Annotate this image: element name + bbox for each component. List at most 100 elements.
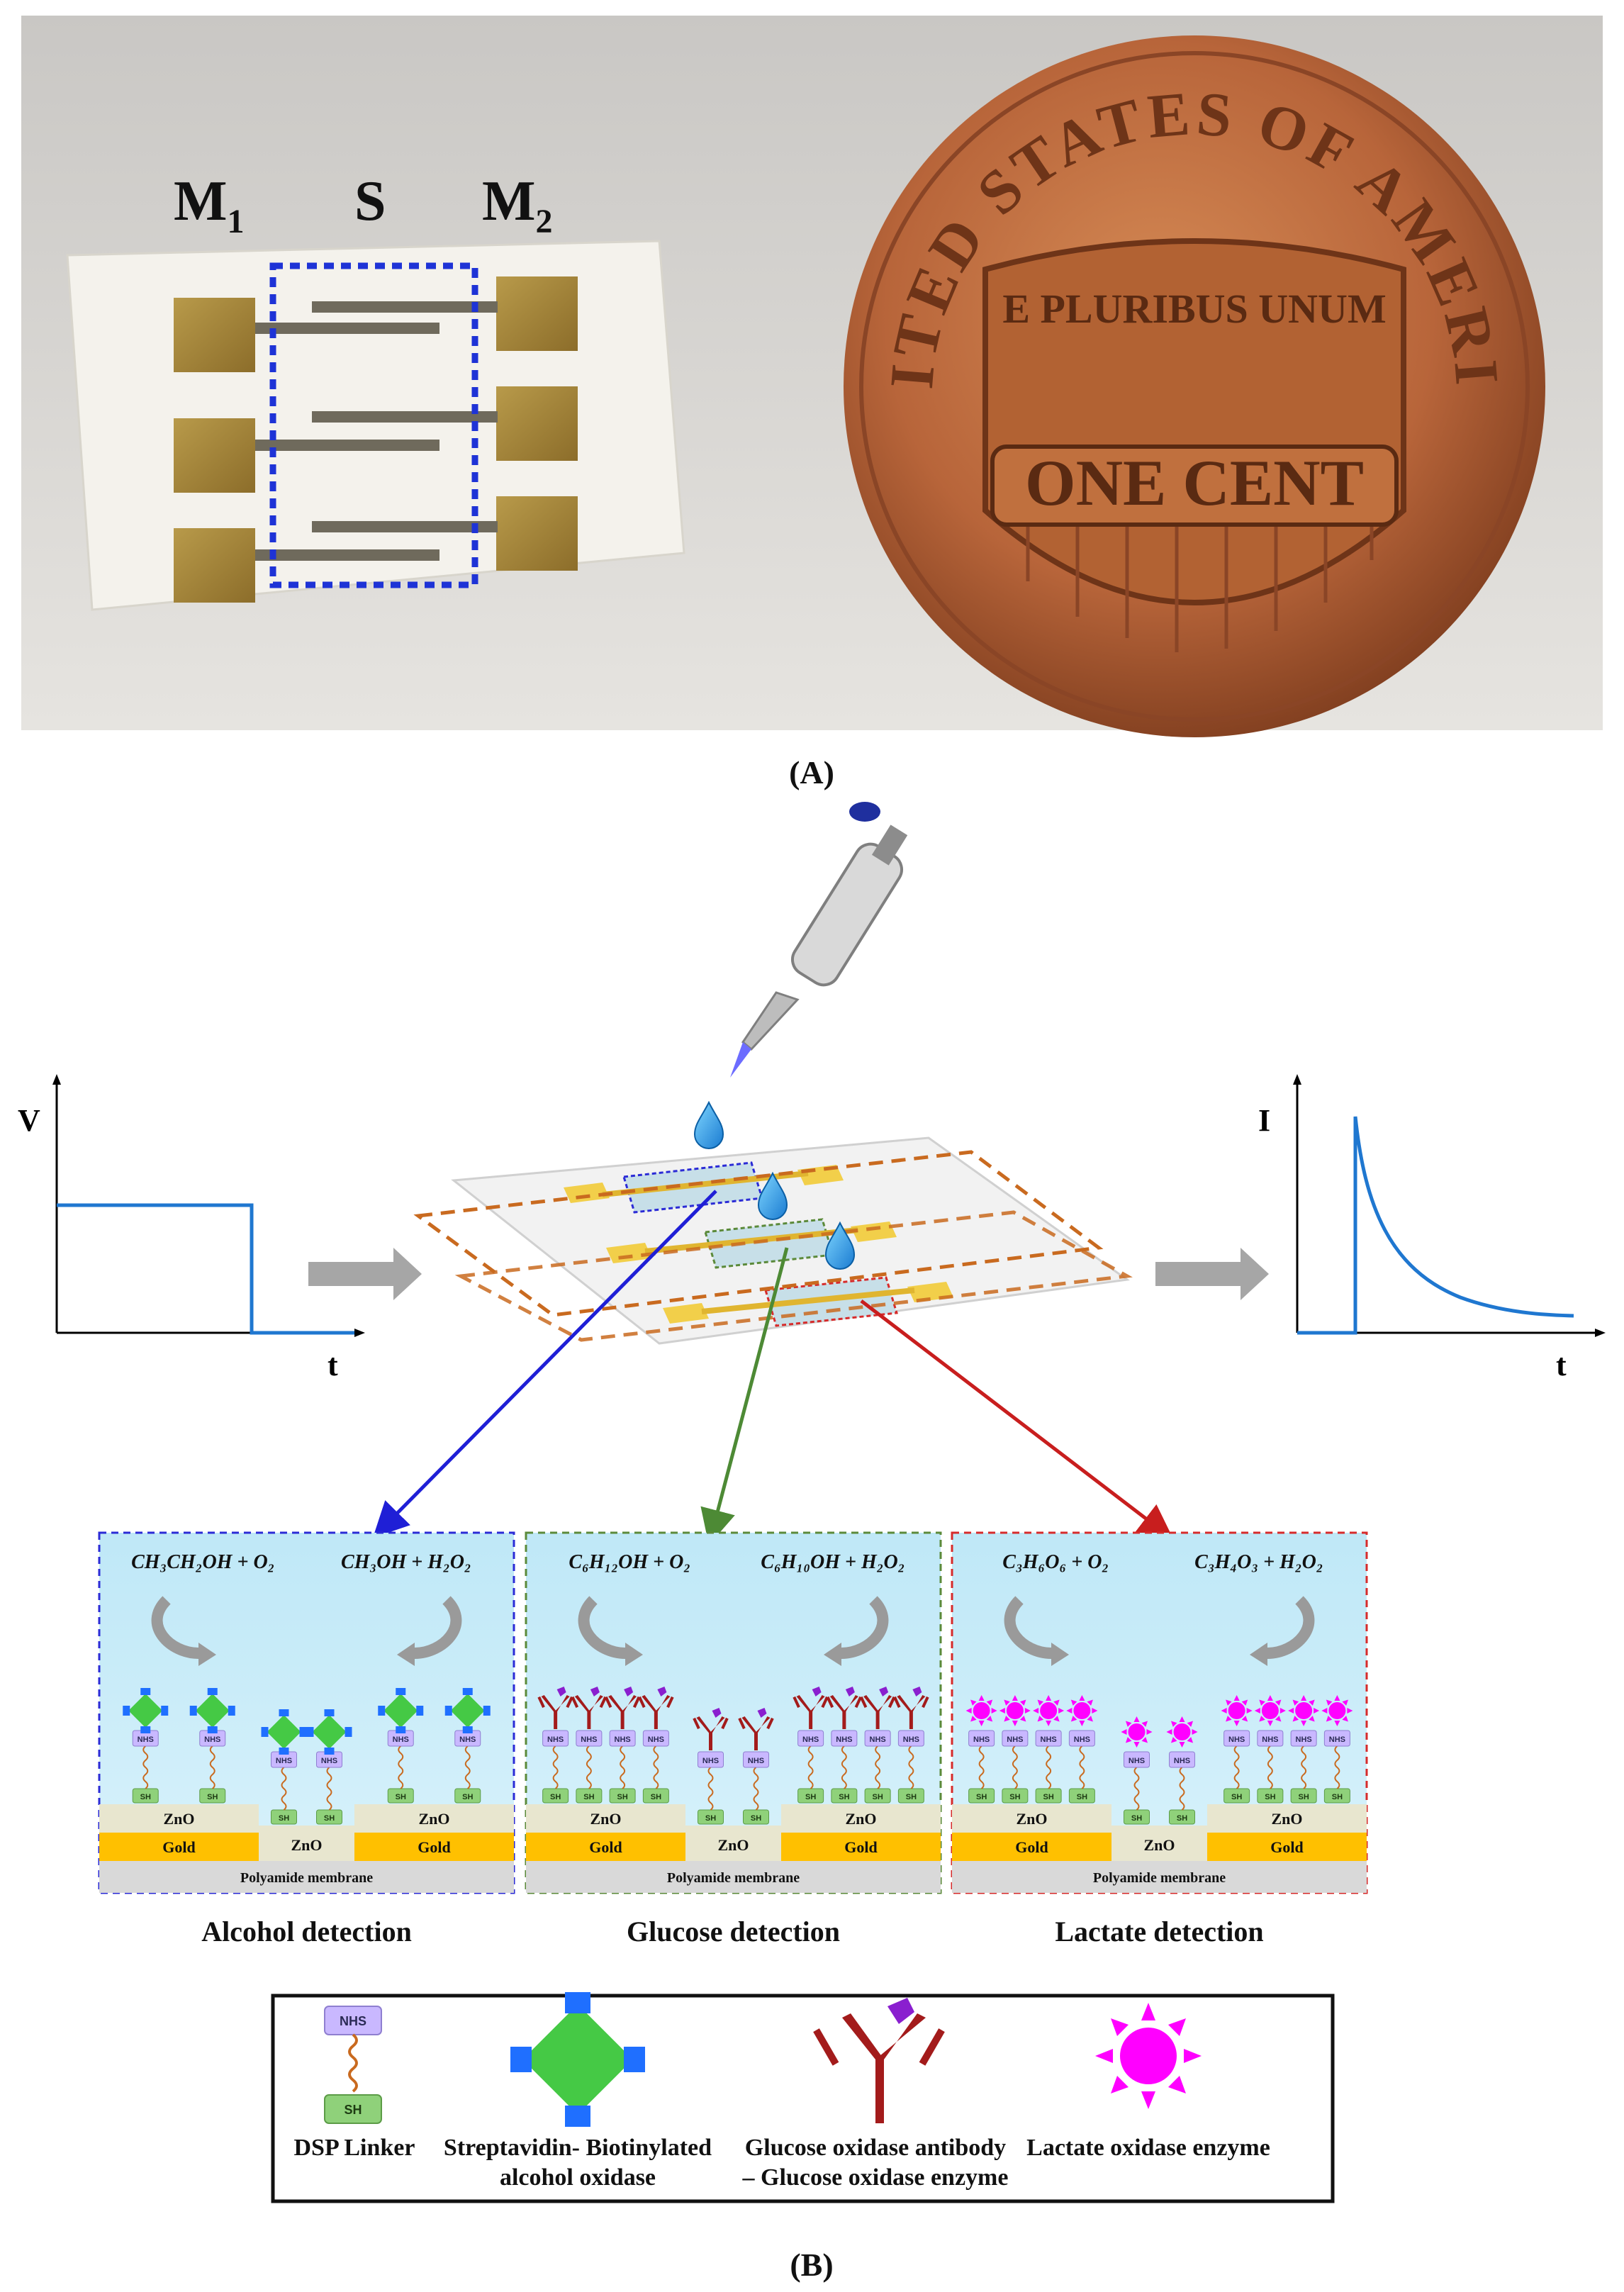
legend-label-dsp: DSP Linker (294, 2135, 415, 2161)
zno-label: ZnO (1271, 1810, 1302, 1828)
input-voltage-plot: V t (18, 1074, 365, 1382)
zno-label: ZnO (845, 1810, 876, 1828)
reaction-reactants: CH₃CH₂OH + O₂ (131, 1551, 274, 1573)
droplet-icon (693, 1100, 724, 1149)
gold-layer (1207, 1833, 1367, 1861)
legend-lactate-oxidase-icon (1095, 2003, 1202, 2109)
reaction-products: CH₃OH + H₂O₂ (341, 1551, 471, 1573)
svg-text:NHS: NHS (836, 1735, 852, 1744)
svg-text:NHS: NHS (1007, 1735, 1023, 1744)
reaction-arrow (1004, 1596, 1052, 1659)
streptavidin-enzyme (444, 1688, 491, 1733)
gold-label: Gold (162, 1838, 195, 1856)
dsp-linker: SH NHS (1223, 1730, 1250, 1804)
svg-text:NHS: NHS (459, 1735, 476, 1744)
svg-text:NHS: NHS (204, 1735, 220, 1744)
svg-text:SH: SH (1231, 1793, 1242, 1801)
gold-label: Gold (1015, 1838, 1048, 1856)
zno-layer (952, 1804, 1111, 1833)
gold-label: Gold (589, 1838, 622, 1856)
polyamide-membrane-layer (952, 1861, 1367, 1893)
svg-text:NHS: NHS (321, 1757, 337, 1765)
flow-arrow-right (308, 1248, 422, 1300)
dsp-linker: SH NHS (743, 1751, 769, 1825)
zno-layer (1111, 1826, 1207, 1861)
sensor-pad (496, 496, 578, 571)
svg-text:SH: SH (1298, 1793, 1309, 1801)
lactate-oxidase-enzyme (1254, 1695, 1286, 1726)
svg-text:SH: SH (839, 1793, 849, 1801)
svg-text:SH: SH (140, 1793, 151, 1801)
svg-text:NHS: NHS (973, 1735, 990, 1744)
svg-text:SH: SH (1043, 1793, 1053, 1801)
sensor-pad (174, 298, 255, 372)
antibody-enzyme (826, 1687, 863, 1729)
sensor-labels: M1 S M2 (174, 170, 553, 240)
label-s: S (354, 170, 386, 233)
reaction-products: C₃H₄O₃ + H₂O₂ (1194, 1551, 1323, 1573)
svg-text:SH: SH (751, 1814, 761, 1823)
antibody-enzyme (604, 1687, 641, 1729)
panel-a-photo: M1 S M2 UNITED STATES OF AMERICA (0, 0, 1603, 737)
sensor-electrode-lines (255, 301, 498, 561)
gold-label: Gold (1270, 1838, 1303, 1856)
legend-streptavidin-icon (510, 1992, 645, 2127)
antibody-enzyme (571, 1687, 607, 1729)
detection-title-streptavidin: Alcohol detection (201, 1916, 412, 1947)
svg-text:NHS: NHS (1228, 1735, 1245, 1744)
streptavidin-enzyme (378, 1688, 424, 1733)
sensor-chip (66, 240, 685, 611)
label-m1: M1 (174, 170, 245, 240)
droplet-icon (824, 1221, 856, 1270)
reaction-reactants: C₃H₆O₆ + O₂ (1002, 1551, 1109, 1573)
gold-layer (781, 1833, 941, 1861)
dsp-linker: SH NHS (132, 1730, 159, 1804)
svg-text:SH: SH (705, 1814, 716, 1823)
legend: NHS SH (271, 1992, 1335, 2203)
svg-text:SH: SH (344, 2103, 362, 2117)
svg-text:NHS: NHS (615, 1735, 631, 1744)
streptavidin-enzyme (261, 1709, 307, 1755)
svg-text:NHS: NHS (138, 1735, 154, 1744)
svg-text:NHS: NHS (340, 2014, 366, 2028)
antibody-enzyme (793, 1687, 829, 1729)
svg-text:SH: SH (279, 1814, 289, 1823)
zno-layer (526, 1804, 685, 1833)
reaction-products: C₆H₁₀OH + H₂O₂ (761, 1551, 905, 1573)
sensor-pad (174, 528, 255, 603)
flow-arrow-right (1155, 1248, 1269, 1300)
svg-text:SH: SH (1265, 1793, 1275, 1801)
label-m2: M2 (482, 170, 553, 240)
lactate-oxidase-enzyme (1288, 1695, 1320, 1726)
svg-text:NHS: NHS (393, 1735, 409, 1744)
svg-text:NHS: NHS (748, 1757, 764, 1765)
antibody-enzyme (638, 1687, 674, 1729)
lactate-oxidase-enzyme (1166, 1716, 1198, 1748)
svg-text:SH: SH (651, 1793, 661, 1801)
svg-text:NHS: NHS (870, 1735, 886, 1744)
output-plot-xlabel: t (1556, 1348, 1567, 1382)
svg-text:SH: SH (872, 1793, 883, 1801)
detection-title-antibody: Glucose detection (627, 1916, 840, 1947)
svg-text:NHS: NHS (1329, 1735, 1345, 1744)
svg-text:SH: SH (976, 1793, 987, 1801)
legend-label-lactate: Lactate oxidase enzyme (1026, 2135, 1270, 2161)
lactate-oxidase-enzyme (1121, 1716, 1153, 1748)
svg-text:SH: SH (906, 1793, 917, 1801)
